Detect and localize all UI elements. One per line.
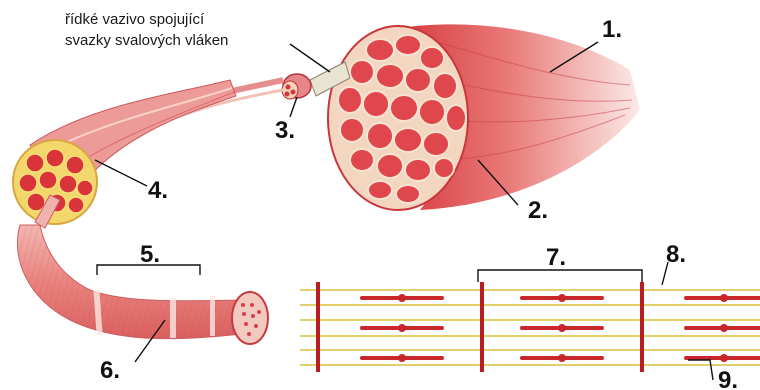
label-6: 6. (100, 357, 120, 384)
label-4: 4. (148, 177, 168, 204)
caption-line-2: svazky svalových vláken (65, 32, 228, 49)
muscle-illustration (328, 24, 640, 210)
label-2: 2. (528, 197, 548, 224)
label-9: 9. (718, 367, 738, 390)
label-8: 8. (666, 241, 686, 268)
myofilament-diagram (300, 282, 760, 372)
fiber-cross-section (232, 292, 268, 344)
label-5: 5. (140, 241, 160, 268)
caption-line-1: řídké vazivo spojující (65, 11, 205, 28)
label-7: 7. (546, 244, 566, 271)
label-1: 1. (602, 16, 622, 43)
label-3: 3. (275, 117, 295, 144)
